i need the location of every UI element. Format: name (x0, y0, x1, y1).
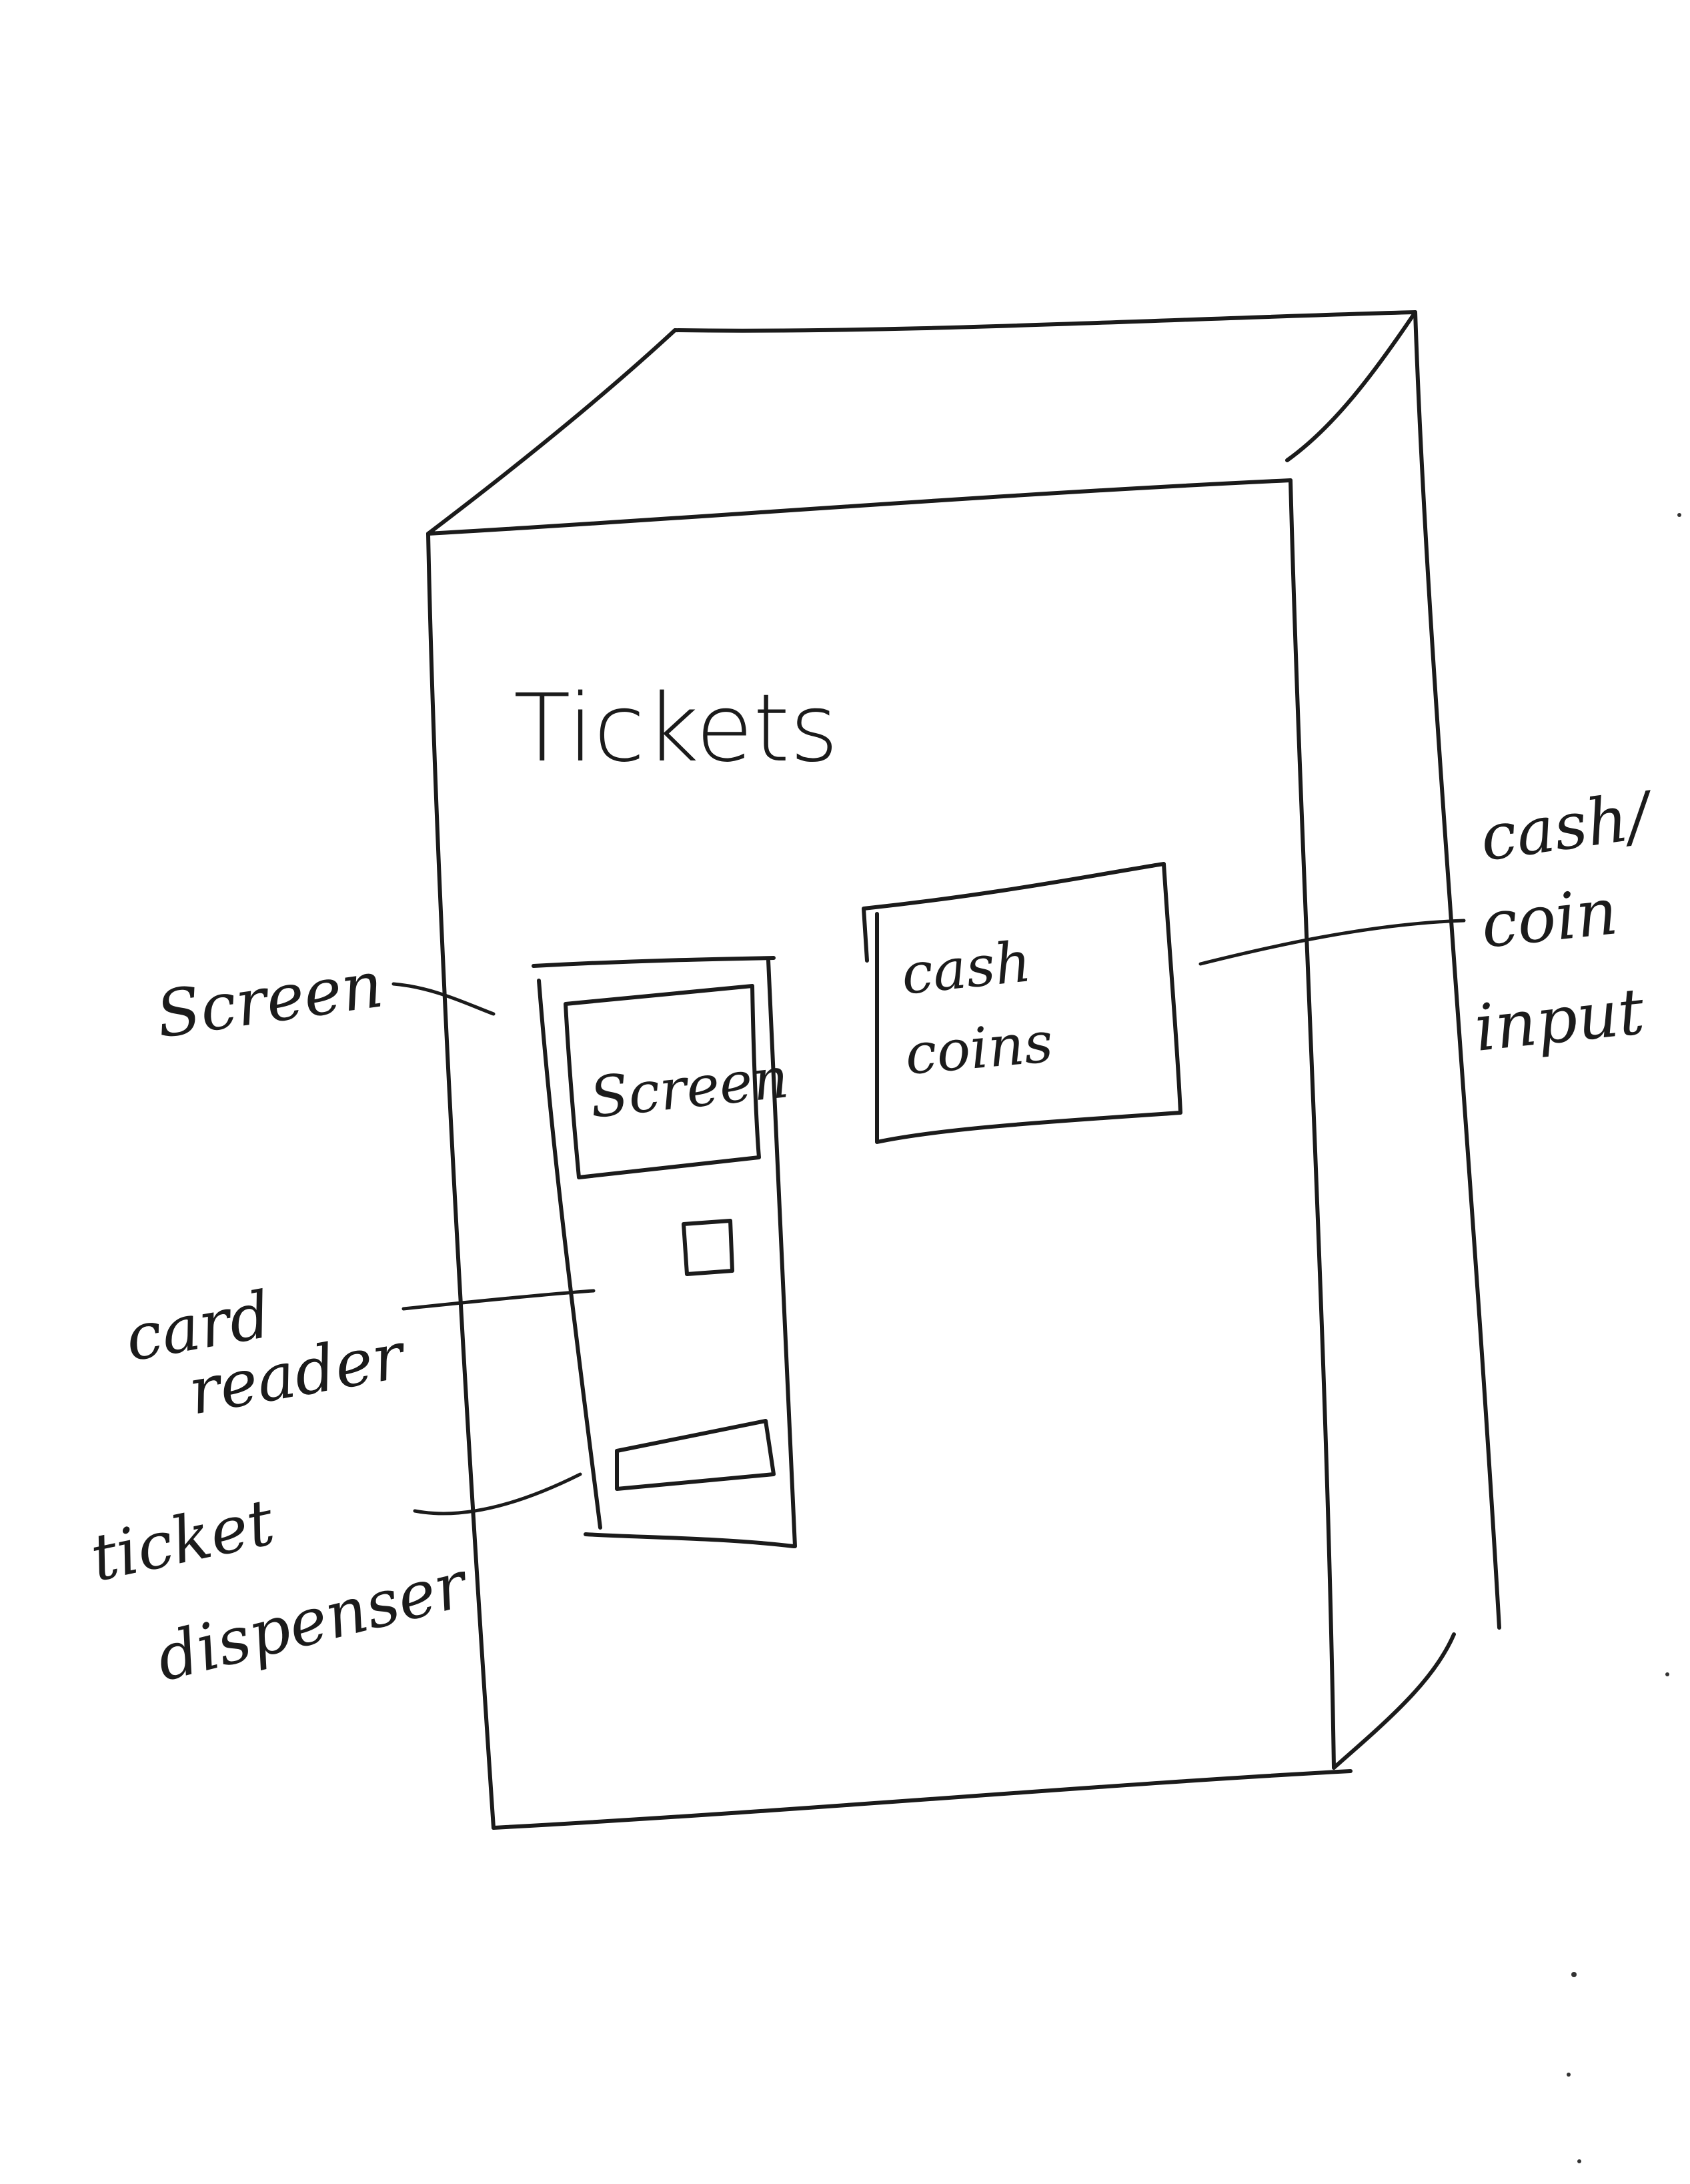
panel-right-edge (766, 959, 797, 1548)
cash-box-line1: cash (898, 929, 1034, 1007)
control-panel (532, 956, 797, 1548)
cash-box-frame (862, 862, 1182, 1144)
cash-box-line2: coins (902, 1009, 1055, 1087)
cabinet-front-top-edge (426, 478, 1293, 536)
cabinet-side-back-edge (1413, 310, 1501, 1630)
callout-cash-coin-input: cash/ coin input (1198, 777, 1660, 1066)
cash-coin-box: cash coins (862, 862, 1182, 1144)
cabinet-side-bottom-edge (1332, 1632, 1456, 1770)
panel-left-edge (537, 979, 602, 1530)
callout-screen-label: Screen (152, 947, 387, 1052)
machine-cabinet (426, 310, 1501, 1830)
callout-ticket-dispenser: ticket dispenser (84, 1472, 582, 1696)
scan-specks (1567, 513, 1681, 2163)
cabinet-front-bottom-edge (492, 1769, 1353, 1830)
panel-top-edge (532, 956, 776, 968)
callout-screen-leader (391, 982, 496, 1016)
cabinet-front-right-edge (1289, 478, 1336, 1770)
callout-ticket-dispenser-line1: ticket (84, 1484, 280, 1596)
cabinet-top-back-edge (673, 310, 1417, 333)
screen-label: Screen (587, 1045, 792, 1131)
cabinet-top-right-edge (1285, 310, 1417, 462)
callout-cash-input-line2: coin (1478, 874, 1621, 963)
ticket-dispenser-slot (615, 1419, 776, 1491)
callout-card-reader: card reader (120, 1277, 596, 1430)
card-reader-slot (682, 1219, 734, 1276)
callout-card-reader-leader (401, 1289, 596, 1311)
screen-frame (564, 984, 761, 1179)
screen: Screen (564, 984, 792, 1179)
machine-title: Tickets (514, 674, 838, 783)
callout-cash-input-line3: input (1471, 974, 1648, 1066)
callout-ticket-dispenser-leader (413, 1472, 582, 1516)
panel-bottom-edge (584, 1532, 796, 1548)
callout-cash-input-line1: cash/ (1476, 777, 1660, 876)
callout-cash-input-leader (1198, 919, 1466, 966)
cabinet-front-left-edge (426, 532, 496, 1830)
cabinet-top-left-edge (426, 328, 677, 536)
